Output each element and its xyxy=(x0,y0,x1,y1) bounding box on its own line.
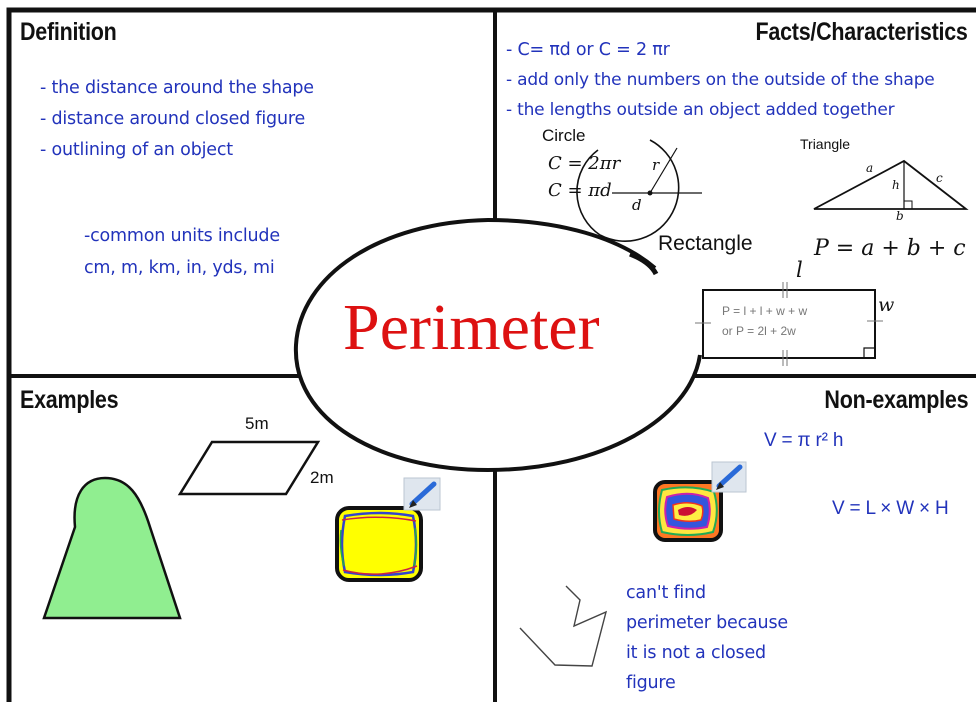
triangle-formula: P = a + b + c xyxy=(814,236,966,261)
facts-line-3: - the lengths outside an object added to… xyxy=(506,100,895,120)
parallelogram-side-label: 2m xyxy=(310,468,334,487)
triangle-shape xyxy=(813,159,969,210)
pencil-icon xyxy=(403,477,441,511)
page-title: Perimeter xyxy=(343,291,600,364)
ellipse-tail xyxy=(629,251,659,276)
nonexample-note-line-4: figure xyxy=(626,673,676,693)
green-arch-shape xyxy=(42,476,182,620)
definition-heading: Definition xyxy=(20,18,117,46)
parallelogram-shape xyxy=(177,440,321,496)
pencil-icon xyxy=(711,461,747,493)
nonexample-note-line-1: can't find xyxy=(626,583,706,603)
triangle-label: Triangle xyxy=(800,136,851,152)
circle-diameter-label: d xyxy=(632,196,642,214)
prism-volume-formula: V = L × W × H xyxy=(832,498,949,519)
units-line-1: -common units include xyxy=(84,226,280,246)
triangle-right-angle xyxy=(904,200,913,209)
rectangle-label: Rectangle xyxy=(658,232,753,255)
examples-heading: Examples xyxy=(20,386,119,414)
cylinder-volume-formula: V = π r² h xyxy=(764,430,844,451)
nonexample-note-line-3: it is not a closed xyxy=(626,643,766,663)
facts-heading: Facts/Characteristics xyxy=(755,18,968,46)
circle-label: Circle xyxy=(542,126,586,145)
circle-radius-label: r xyxy=(652,156,660,174)
open-zigzag-shape xyxy=(519,585,608,667)
rectangle-shape xyxy=(702,289,876,359)
facts-line-2: - add only the numbers on the outside of… xyxy=(506,70,935,90)
triangle-side-b: b xyxy=(896,209,904,223)
rectangle-length-label: l xyxy=(796,258,803,282)
circle-formula-2: C = πd xyxy=(548,180,612,201)
circle-shape xyxy=(599,139,680,242)
facts-line-1: - C= πd or C = 2 πr xyxy=(506,40,670,60)
definition-line-1: - the distance around the shape xyxy=(40,78,314,98)
rectangle-width-label: w xyxy=(878,294,895,316)
definition-line-2: - distance around closed figure xyxy=(40,109,306,129)
rectangle-right-angle xyxy=(863,347,875,358)
circle-center xyxy=(647,190,653,196)
yellow-square xyxy=(335,506,423,582)
nonexamples-heading: Non-examples xyxy=(824,386,968,414)
circle-formula-1: C = 2πr xyxy=(548,153,621,174)
triangle-side-a: a xyxy=(866,161,874,175)
parallelogram-top-label: 5m xyxy=(245,414,269,433)
triangle-height-h: h xyxy=(892,178,900,192)
center-ellipse xyxy=(293,217,702,473)
units-line-2: cm, m, km, in, yds, mi xyxy=(84,258,275,278)
circle-arc-left xyxy=(576,149,601,236)
rectangle-formula-1: P = l + l + w + w xyxy=(722,304,808,318)
rectangle-formula-2: or P = 2l + 2w xyxy=(722,324,796,338)
circle-radius xyxy=(649,147,678,194)
definition-line-3: - outlining of an object xyxy=(40,140,233,160)
triangle-side-c: c xyxy=(936,171,943,185)
nonexample-note-line-2: perimeter because xyxy=(626,613,788,633)
